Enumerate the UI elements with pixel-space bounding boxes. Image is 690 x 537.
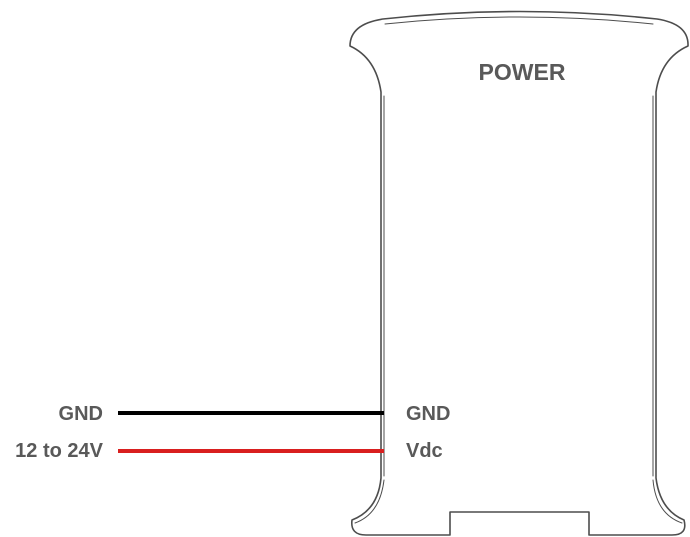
supply-voltage-label: 12 to 24V [15, 440, 103, 462]
vdc-terminal-label: Vdc [406, 440, 443, 462]
module-title: POWER [479, 59, 566, 85]
power-module-enclosure [349, 10, 689, 536]
enclosure-bottom-left-rim [354, 479, 385, 524]
enclosure-top-rim [384, 16, 654, 25]
gnd-wire-label: GND [59, 403, 103, 425]
enclosure-bottom-right-rim [652, 479, 683, 524]
enclosure-outer-outline [349, 10, 689, 536]
gnd-terminal-label: GND [406, 403, 450, 425]
